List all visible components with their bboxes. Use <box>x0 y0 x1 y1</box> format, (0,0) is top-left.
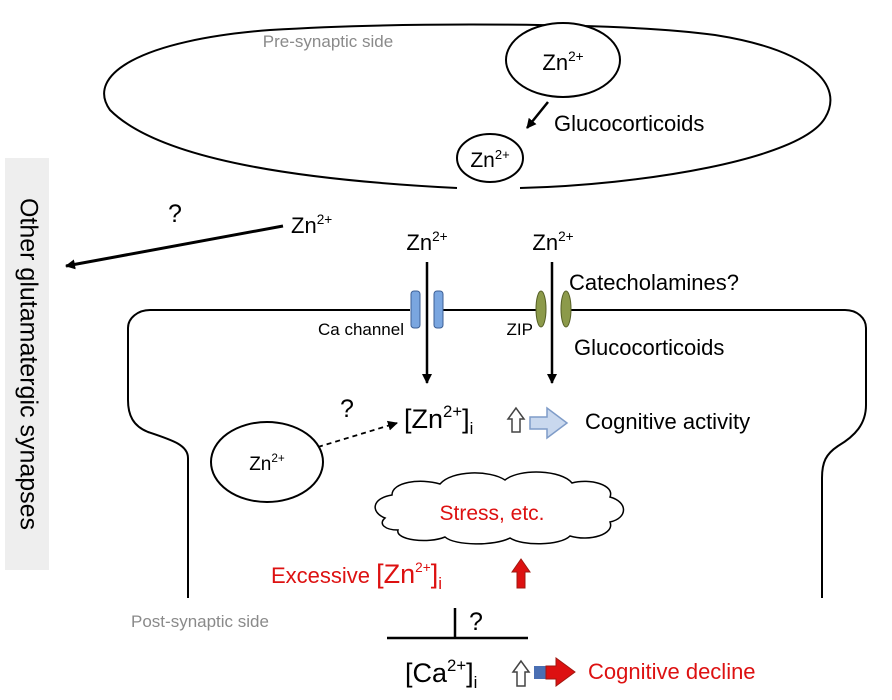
zip-zn: Zn2+ <box>532 229 573 255</box>
stress-cloud <box>374 471 625 545</box>
store-release-arrow <box>317 420 398 448</box>
presynaptic-glucocorticoids: Glucocorticoids <box>554 111 704 136</box>
cognitive-activity-arrow <box>529 406 569 440</box>
decline-arrow-stem <box>534 666 546 679</box>
ca-channel-right <box>433 290 444 329</box>
intracellular-store-zn: Zn2+ <box>249 452 285 475</box>
side-panel-background <box>5 158 49 570</box>
catecholamines-label: Catecholamines? <box>569 270 739 295</box>
vesicle-release-arrow <box>526 101 549 129</box>
releasing-vesicle-zn: Zn2+ <box>470 147 509 172</box>
presynaptic-vesicle-zn: Zn2+ <box>542 49 583 75</box>
ca-channel-zn: Zn2+ <box>406 229 447 255</box>
zip-label: ZIP <box>507 320 533 339</box>
side-question-mark: ? <box>168 200 182 228</box>
store-question-mark: ? <box>340 395 354 423</box>
intracellular-zn-store <box>210 421 324 503</box>
intracellular-ca: [Ca2+]i <box>405 656 477 692</box>
ca-increase-up-arrow <box>511 659 531 687</box>
zip-left <box>535 290 547 328</box>
presynaptic-vesicle <box>505 22 621 98</box>
releasing-vesicle <box>456 133 524 183</box>
presynaptic-terminal <box>103 23 832 189</box>
intracellular-zn: [Zn2+]i <box>404 402 473 438</box>
cleft-zn: Zn2+ <box>291 212 332 238</box>
diffusion-arrow <box>65 224 284 270</box>
ca-channel-label: Ca channel <box>318 320 404 339</box>
excessive-zn-label: Excessive [Zn2+]i <box>271 559 442 593</box>
inhibition-question-mark: ? <box>469 608 483 636</box>
cognitive-decline-arrow <box>545 657 576 687</box>
excessive-zn-up-arrow <box>511 558 531 589</box>
postsynaptic-label: Post-synaptic side <box>131 612 269 631</box>
stress-label: Stress, etc. <box>439 502 544 525</box>
side-panel-label: Other glutamatergic synapses <box>14 198 42 530</box>
presynaptic-label: Pre-synaptic side <box>263 32 393 51</box>
zip-right <box>560 290 572 328</box>
ca-channel-left <box>410 290 421 329</box>
zn-increase-up-arrow <box>506 406 526 433</box>
cognitive-decline-label: Cognitive decline <box>588 659 756 684</box>
postsynaptic-glucocorticoids: Glucocorticoids <box>574 335 724 360</box>
cognitive-activity-label: Cognitive activity <box>585 409 750 434</box>
postsynaptic-membrane <box>127 309 867 598</box>
